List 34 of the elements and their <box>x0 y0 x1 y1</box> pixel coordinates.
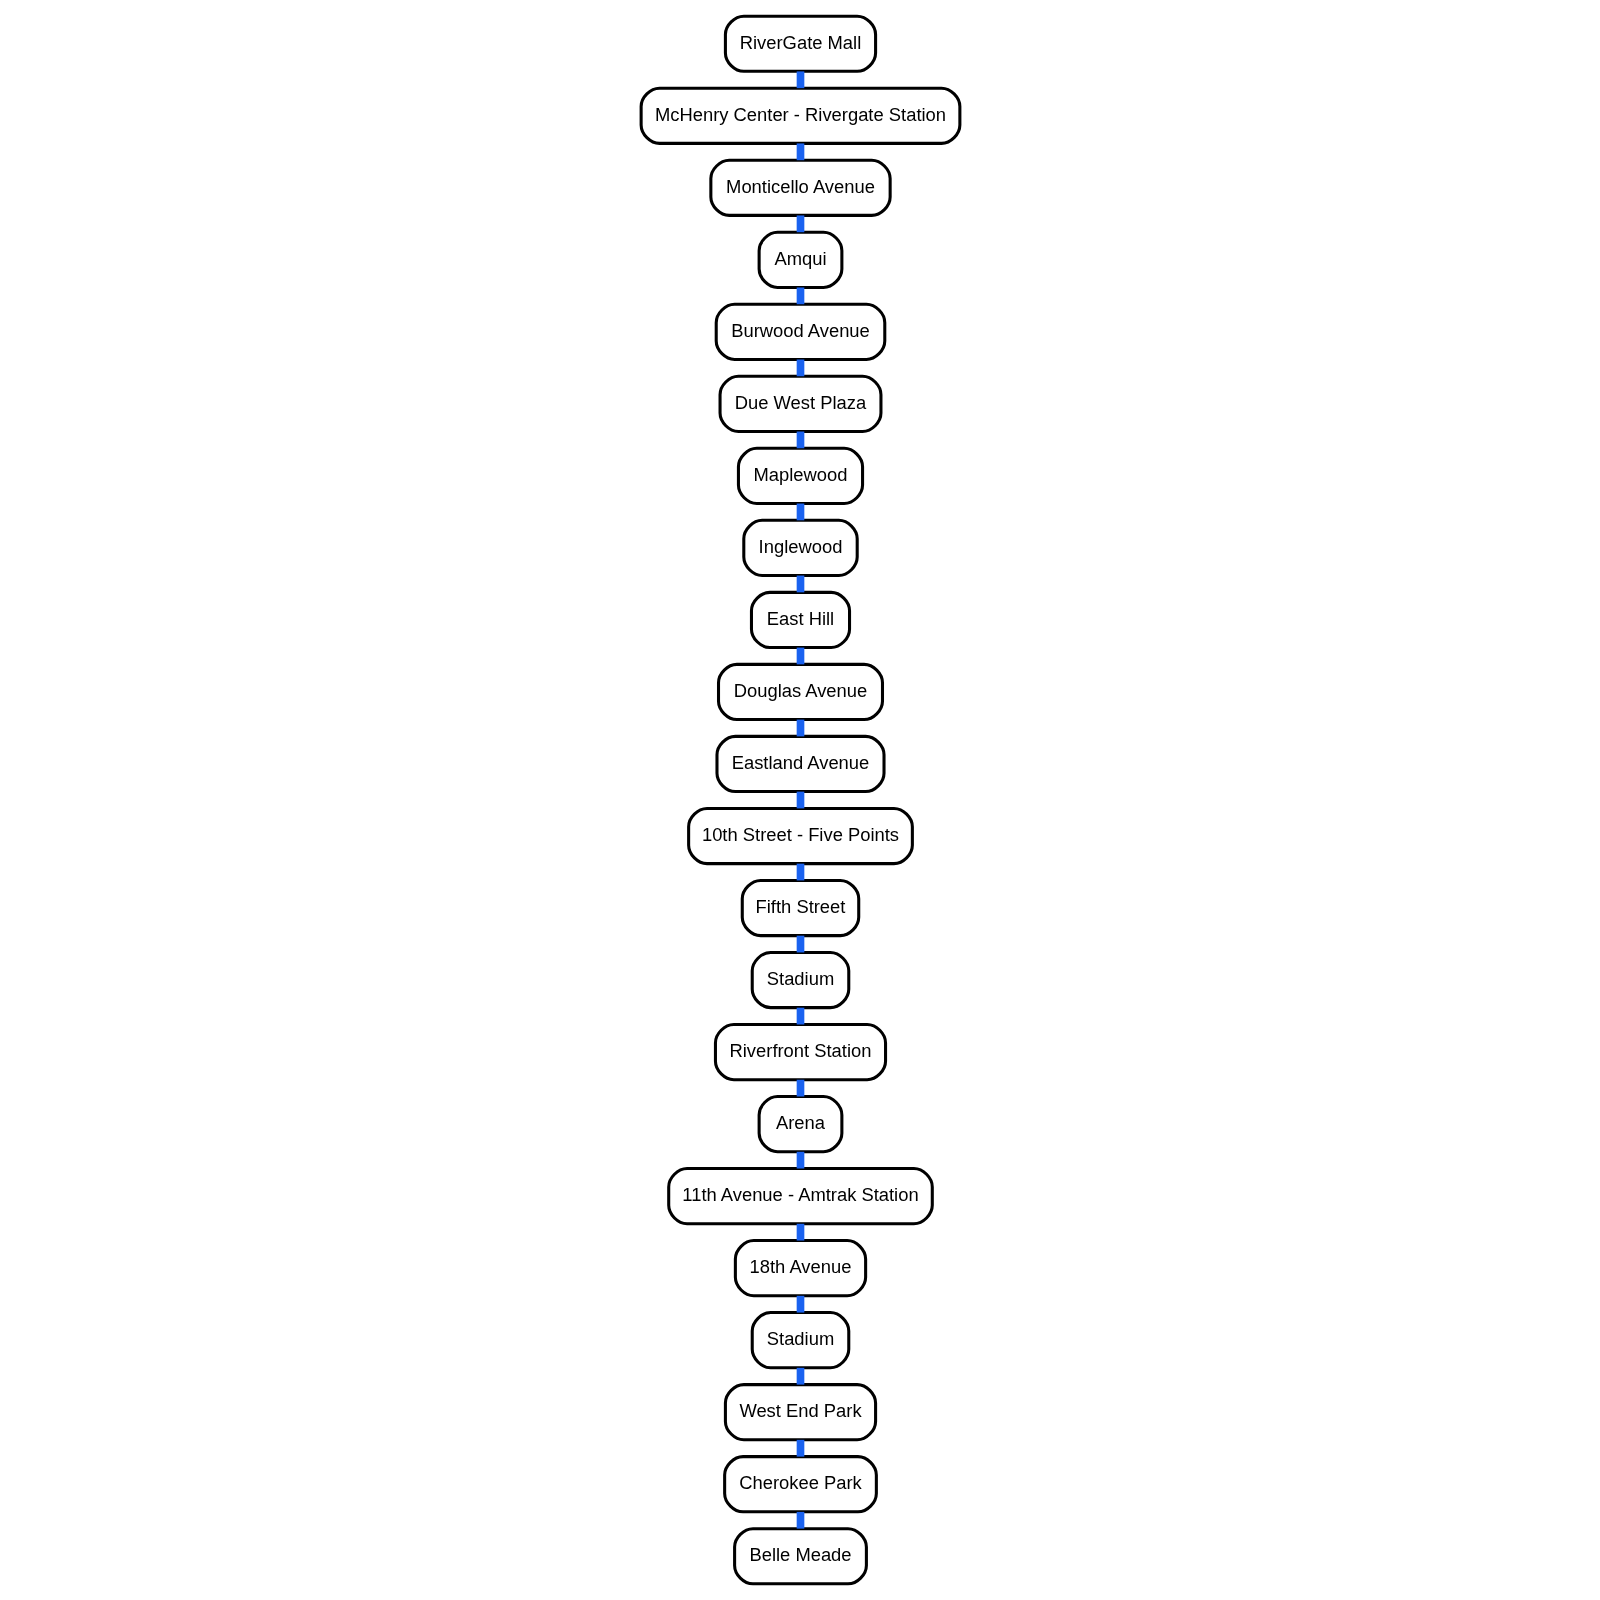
node-box: Arena <box>757 1095 843 1154</box>
connector <box>796 215 804 233</box>
connector <box>796 359 804 377</box>
node-box: Belle Meade <box>732 1527 868 1586</box>
node-box: RiverGate Mall <box>723 14 877 73</box>
node-box: McHenry Center - Rivergate Station <box>639 86 961 145</box>
connector <box>796 1079 804 1097</box>
connector <box>796 143 804 161</box>
node-box: West End Park <box>723 1383 877 1442</box>
node-box: Stadium <box>750 1311 850 1370</box>
connector <box>796 1295 804 1313</box>
node-box: Riverfront Station <box>713 1022 887 1082</box>
node-box: Douglas Avenue <box>716 662 884 722</box>
node-box: East Hill <box>749 590 851 650</box>
connector <box>796 71 804 89</box>
node-box: 10th Street - Five Points <box>686 806 914 866</box>
connector <box>796 287 804 305</box>
node-box: Stadium <box>750 950 850 1010</box>
connector <box>796 1223 804 1241</box>
connector <box>796 1439 804 1457</box>
connector <box>796 1367 804 1385</box>
node-box: Monticello Avenue <box>708 158 892 217</box>
node-box: Due West Plaza <box>718 374 882 433</box>
node-box: Amqui <box>757 230 843 289</box>
node-box: Fifth Street <box>740 878 860 938</box>
node-box: Cherokee Park <box>722 1455 878 1514</box>
connector <box>796 1511 804 1529</box>
node-box: Inglewood <box>741 518 859 578</box>
node-box: 18th Avenue <box>733 1239 867 1298</box>
node-box: 11th Avenue - Amtrak Station <box>666 1167 934 1226</box>
node-box: Burwood Avenue <box>714 302 886 361</box>
node-box: Eastland Avenue <box>714 734 886 794</box>
node-box: Maplewood <box>736 446 864 505</box>
connector <box>796 1151 804 1169</box>
